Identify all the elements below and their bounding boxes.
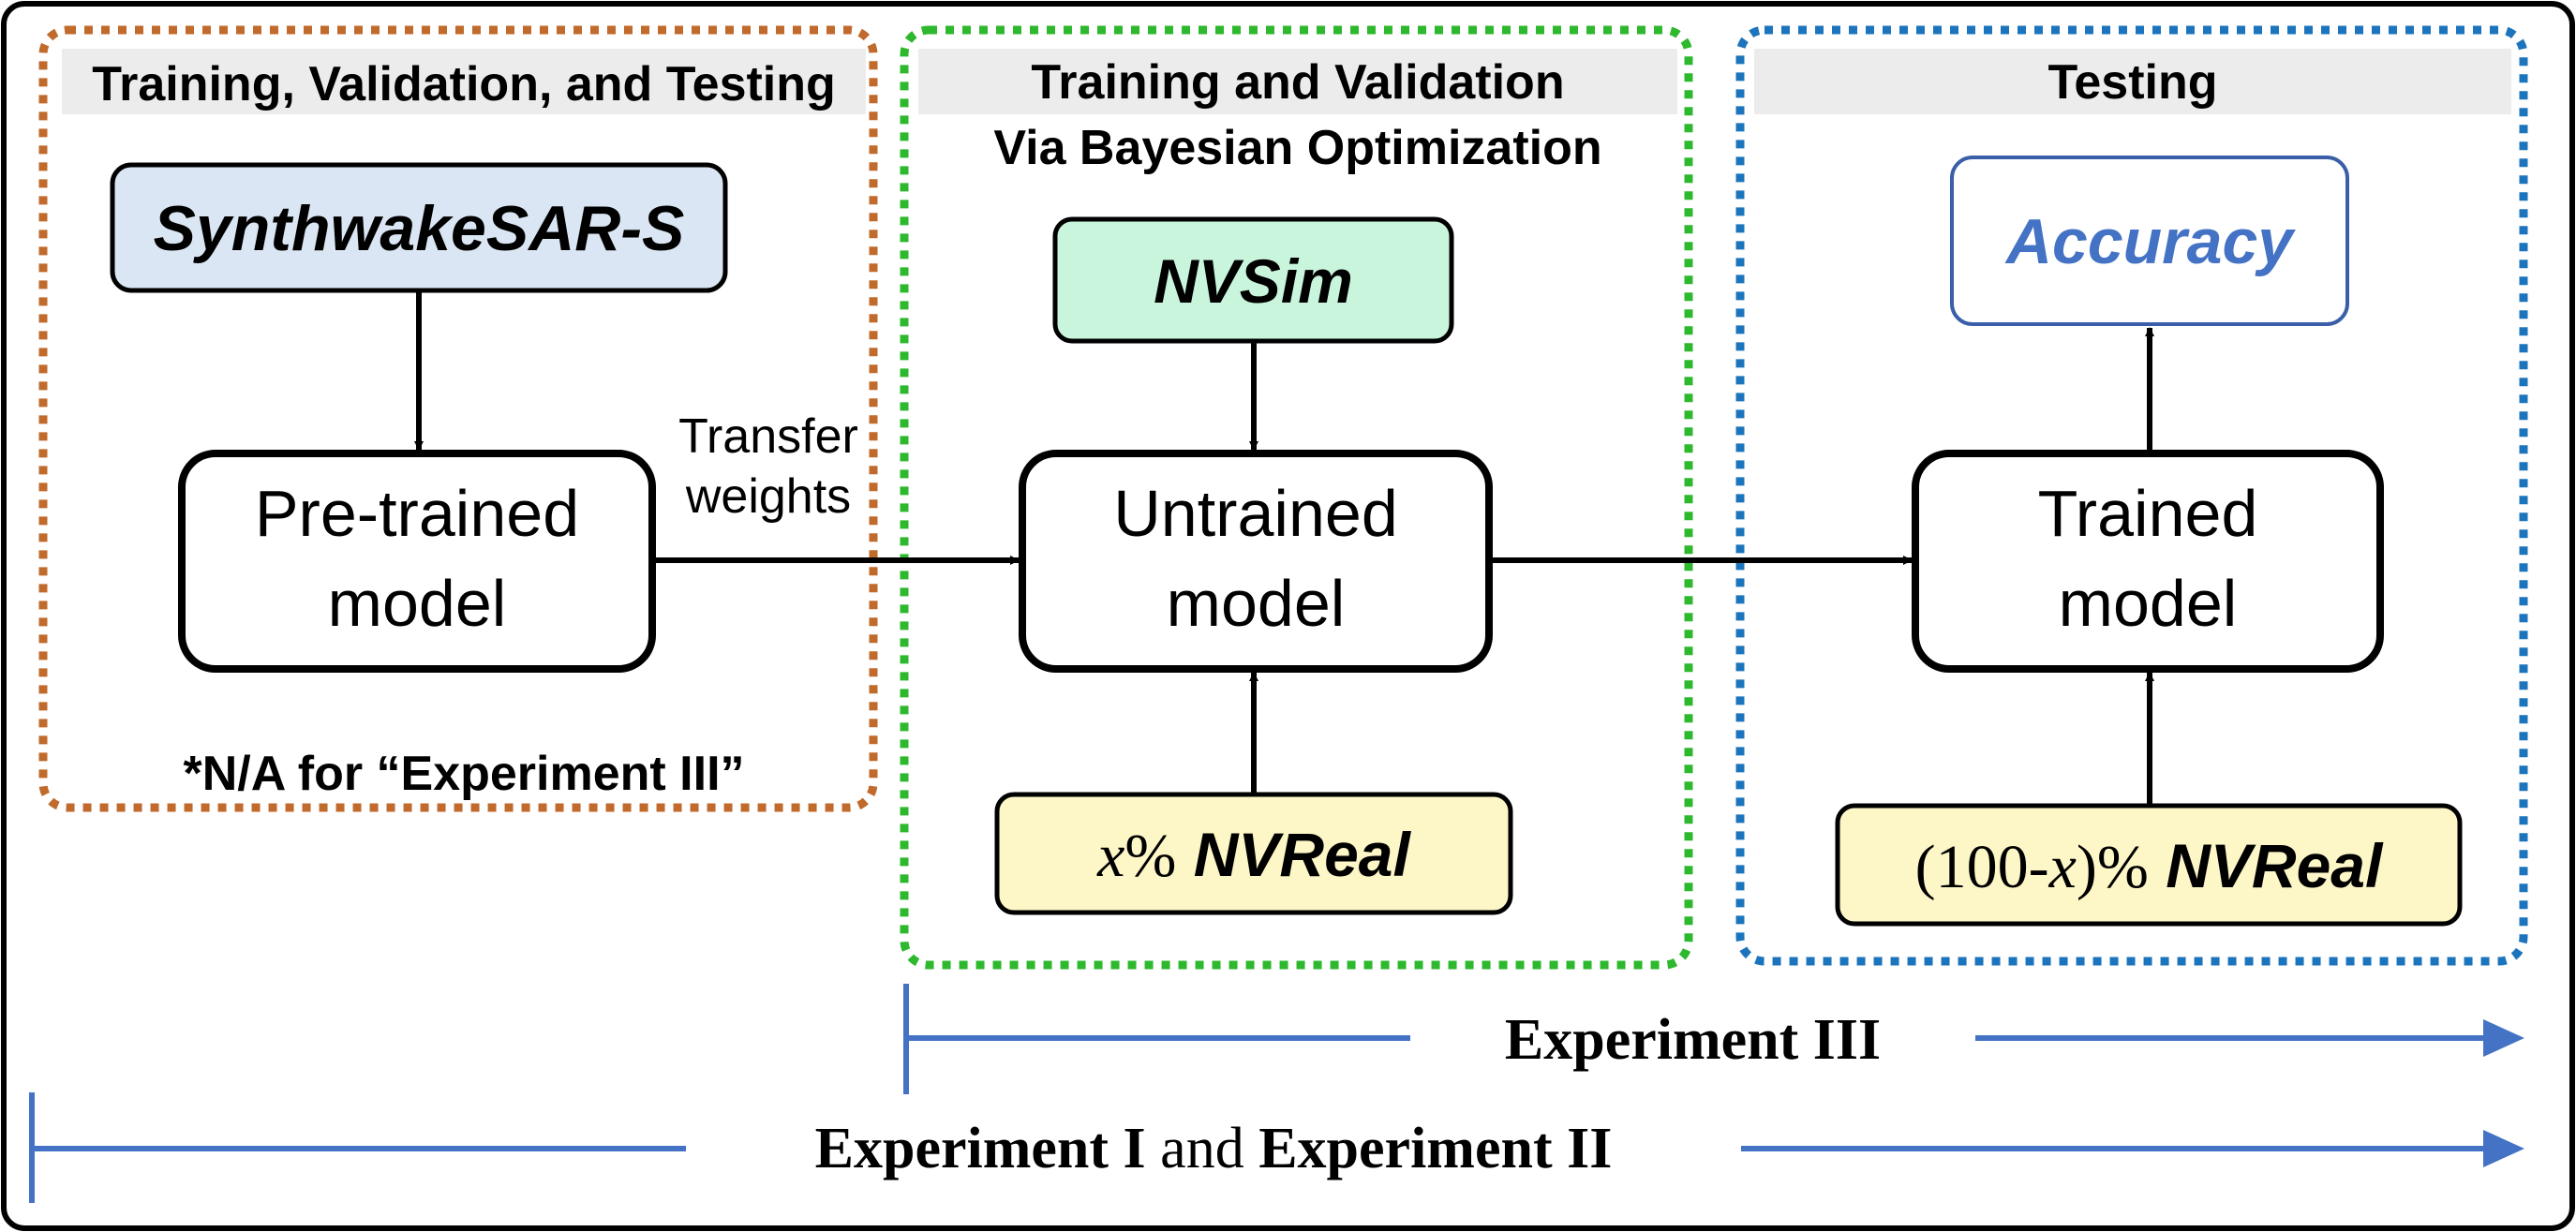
nvreal-test-label: (100-x)% NVReal (1838, 821, 2460, 913)
untrained-line1: Untrained (1113, 477, 1398, 550)
untrained-line2: model (1166, 567, 1346, 640)
experiment-3-timeline (903, 984, 2524, 1094)
pretraining-header-bar (62, 49, 866, 114)
experiment-3-note: *N/A for “Experiment III” (183, 747, 745, 801)
training-panel-subheader: Via Bayesian Optimization (993, 121, 1602, 175)
testing-header-bar (1754, 49, 2511, 114)
nvreal-train-var: x (1097, 822, 1125, 890)
synthwake-box (110, 162, 728, 293)
testing-panel-border (1735, 25, 2528, 966)
experiment-3-label: Experiment III (1504, 1008, 1882, 1072)
pretraining-panel-header: Training, Validation, and Testing (92, 57, 836, 111)
transfer-line1: Transfer (678, 409, 858, 464)
pretrained-line2: model (327, 567, 507, 640)
nvreal-train-box (994, 792, 1513, 915)
trained-line2: model (2058, 567, 2238, 640)
transfer-line2: weights (685, 469, 852, 524)
pretrained-model-label: Pre-trained model (182, 468, 652, 648)
nvreal-test-box (1835, 803, 2463, 927)
pretrained-line1: Pre-trained (254, 477, 580, 550)
experiment-1-2-timeline (29, 1092, 2524, 1203)
nvreal-test-close: )% (2076, 833, 2149, 901)
trained-line1: Trained (2037, 477, 2258, 550)
nvreal-test-var: x (2048, 833, 2077, 901)
pretraining-panel-border (38, 25, 878, 812)
nvreal-test-name: NVReal (2166, 831, 2383, 900)
trained-model-box (1912, 450, 2384, 673)
nvreal-train-name: NVReal (1193, 820, 1410, 889)
training-header-bar (918, 49, 1677, 114)
nvreal-test-open: (100- (1914, 833, 2049, 901)
accuracy-box (1950, 156, 2349, 326)
experiment-1-2-label: Experiment I and Experiment II (686, 1115, 1741, 1182)
synthwake-label: SynthwakeSAR-S (153, 193, 685, 264)
nvsim-box (1052, 216, 1454, 344)
training-panel-border (900, 25, 1693, 970)
nvsim-label: NVSim (1154, 246, 1353, 316)
experiment-1-text: Experiment I (814, 1117, 1146, 1180)
and-text: and (1145, 1117, 1259, 1180)
trained-model-label: Trained model (1915, 468, 2380, 648)
nvreal-train-label: x% NVReal (997, 809, 1511, 901)
experiment-2-text: Experiment II (1258, 1117, 1613, 1180)
nvreal-train-pct: % (1124, 822, 1177, 890)
training-panel-header: Training and Validation (1031, 55, 1565, 110)
testing-panel-header: Testing (2047, 55, 2218, 110)
transfer-weights-label: Transfer weights (656, 407, 881, 527)
accuracy-label: Accuracy (2005, 206, 2294, 277)
untrained-model-label: Untrained model (1022, 468, 1489, 648)
